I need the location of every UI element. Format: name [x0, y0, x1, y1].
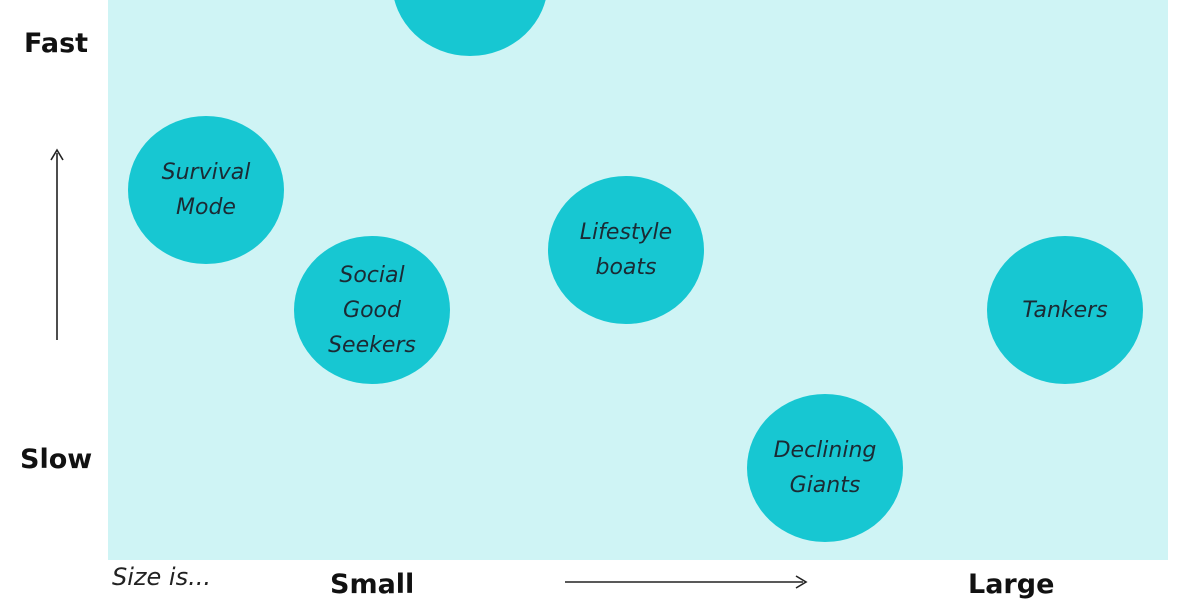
bubble-label: Social Good Seekers — [328, 262, 416, 358]
bubble-label: Lifestyle boats — [579, 220, 673, 280]
bubble-label: Declining Giants — [773, 438, 877, 498]
x-axis-note: Size is... — [112, 563, 211, 591]
x-axis-left-label: Small — [330, 569, 415, 600]
plot-area: Survival Mode Social Good Seekers Lifest… — [108, 0, 1168, 560]
x-axis-right-label: Large — [968, 569, 1055, 600]
bubble-declining-giants: Declining Giants — [747, 394, 903, 542]
bubble-label: Survival Mode — [161, 160, 251, 220]
bubble-top-cropped — [392, 0, 548, 56]
y-axis-top-label: Fast — [24, 28, 89, 59]
bubble-tankers: Tankers — [987, 236, 1143, 384]
bubble-survival-mode: Survival Mode — [128, 116, 284, 264]
bubble-label: Tankers — [1022, 297, 1108, 323]
x-axis-arrow — [565, 575, 808, 589]
y-axis-bottom-label: Slow — [20, 444, 93, 475]
y-axis-arrow — [50, 148, 64, 340]
bubble-social-good-seekers: Social Good Seekers — [294, 236, 450, 384]
bubble-lifestyle-boats: Lifestyle boats — [548, 176, 704, 324]
